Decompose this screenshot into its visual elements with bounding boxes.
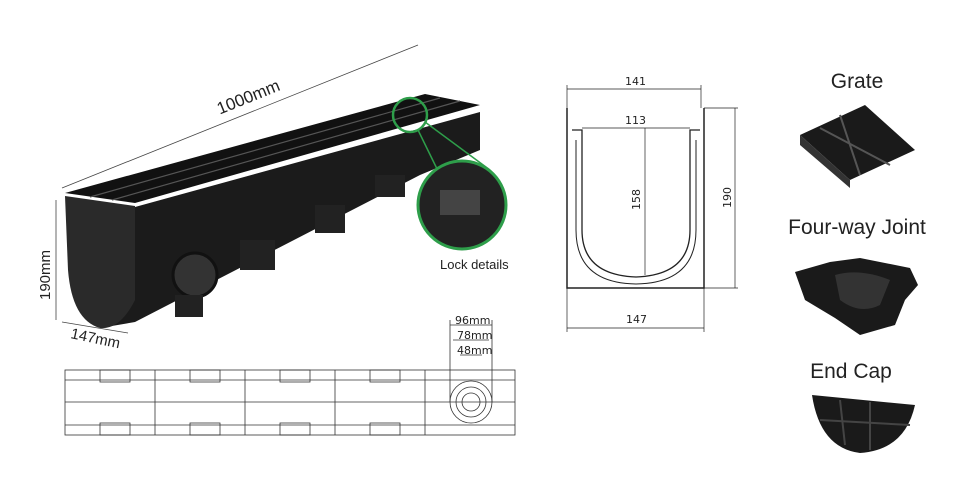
channel-3d-view: 1000mm 190mm 147mm Lock details	[37, 44, 509, 352]
foot	[175, 295, 203, 317]
lock-highlight-small	[391, 96, 429, 134]
length-dimension-line	[61, 44, 419, 189]
plan-dim-78: 78mm	[457, 329, 492, 342]
dim-141: 141	[625, 75, 646, 88]
plan-dim-48: 48mm	[457, 344, 492, 357]
length-label: 1000mm	[214, 76, 282, 118]
grate-image	[800, 105, 915, 188]
dim-113: 113	[625, 114, 646, 127]
width-label: 147mm	[69, 325, 121, 352]
end-cap-label: End Cap	[810, 360, 892, 383]
end-cap-image	[812, 395, 915, 453]
dim-147: 147	[626, 313, 647, 326]
height-label: 190mm	[37, 250, 54, 300]
plan-dim-96: 96mm	[455, 314, 490, 327]
four-way-joint-image	[795, 258, 918, 335]
dim-158: 158	[630, 189, 643, 210]
lock-details-label: Lock details	[440, 257, 509, 272]
plan-view	[64, 320, 516, 436]
dim-190: 190	[721, 187, 734, 208]
channel-end	[65, 196, 135, 329]
grate-top	[65, 94, 480, 203]
grate-label: Grate	[831, 70, 884, 93]
four-way-joint-label: Four-way Joint	[788, 216, 926, 239]
outlet-port	[171, 251, 219, 299]
cross-section	[566, 85, 738, 332]
